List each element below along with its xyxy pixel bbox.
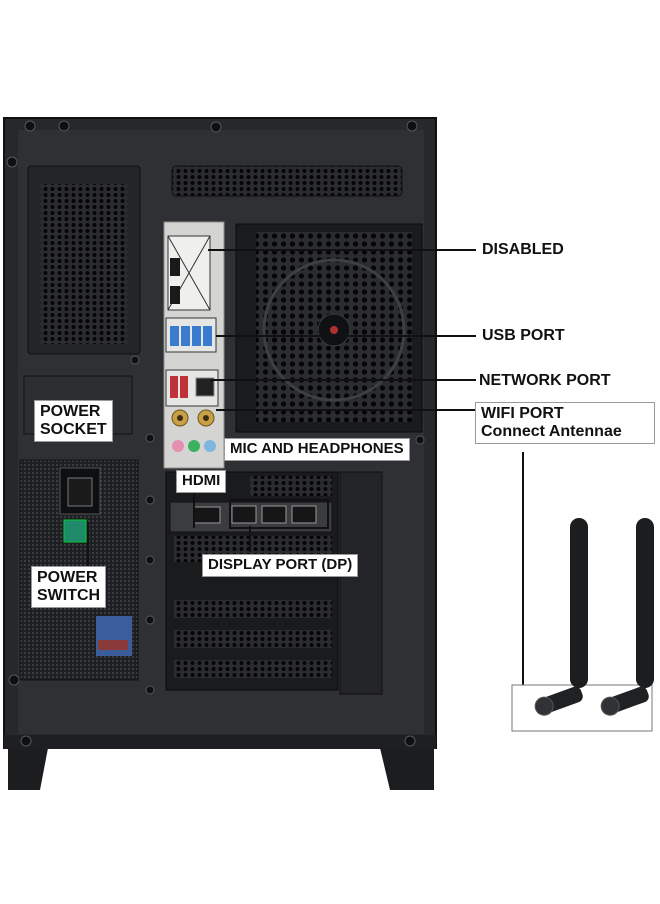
- label-wifi-port-line1: WIFI PORT: [481, 405, 564, 422]
- label-power-socket-line2: SOCKET: [40, 420, 107, 438]
- case-fan-icon: [235, 223, 423, 433]
- label-mic-headphones: MIC AND HEADPHONES: [224, 438, 410, 461]
- psu-switch-icon: [63, 519, 87, 543]
- rear-io-panel-icon: [163, 221, 225, 469]
- leader-lines: [87, 249, 524, 688]
- wifi-antenna-icon: [511, 518, 654, 732]
- label-disabled: DISABLED: [482, 241, 564, 258]
- label-power-socket: POWER SOCKET: [34, 400, 113, 442]
- label-usb-port: USB PORT: [482, 327, 565, 344]
- label-wifi-port: WIFI PORT Connect Antennae: [475, 402, 655, 444]
- graphics-card-icon: [165, 471, 383, 695]
- label-power-switch: POWER SWITCH: [31, 566, 107, 608]
- label-hdmi: HDMI: [176, 470, 227, 493]
- label-power-switch-line1: POWER: [37, 569, 98, 586]
- label-display-port: DISPLAY PORT (DP): [202, 554, 359, 577]
- top-vent: [171, 165, 403, 197]
- label-power-switch-line2: SWITCH: [37, 586, 101, 604]
- label-power-socket-line1: POWER: [40, 403, 101, 420]
- label-network-port: NETWORK PORT: [479, 372, 611, 389]
- label-wifi-port-line2: Connect Antennae: [481, 422, 622, 440]
